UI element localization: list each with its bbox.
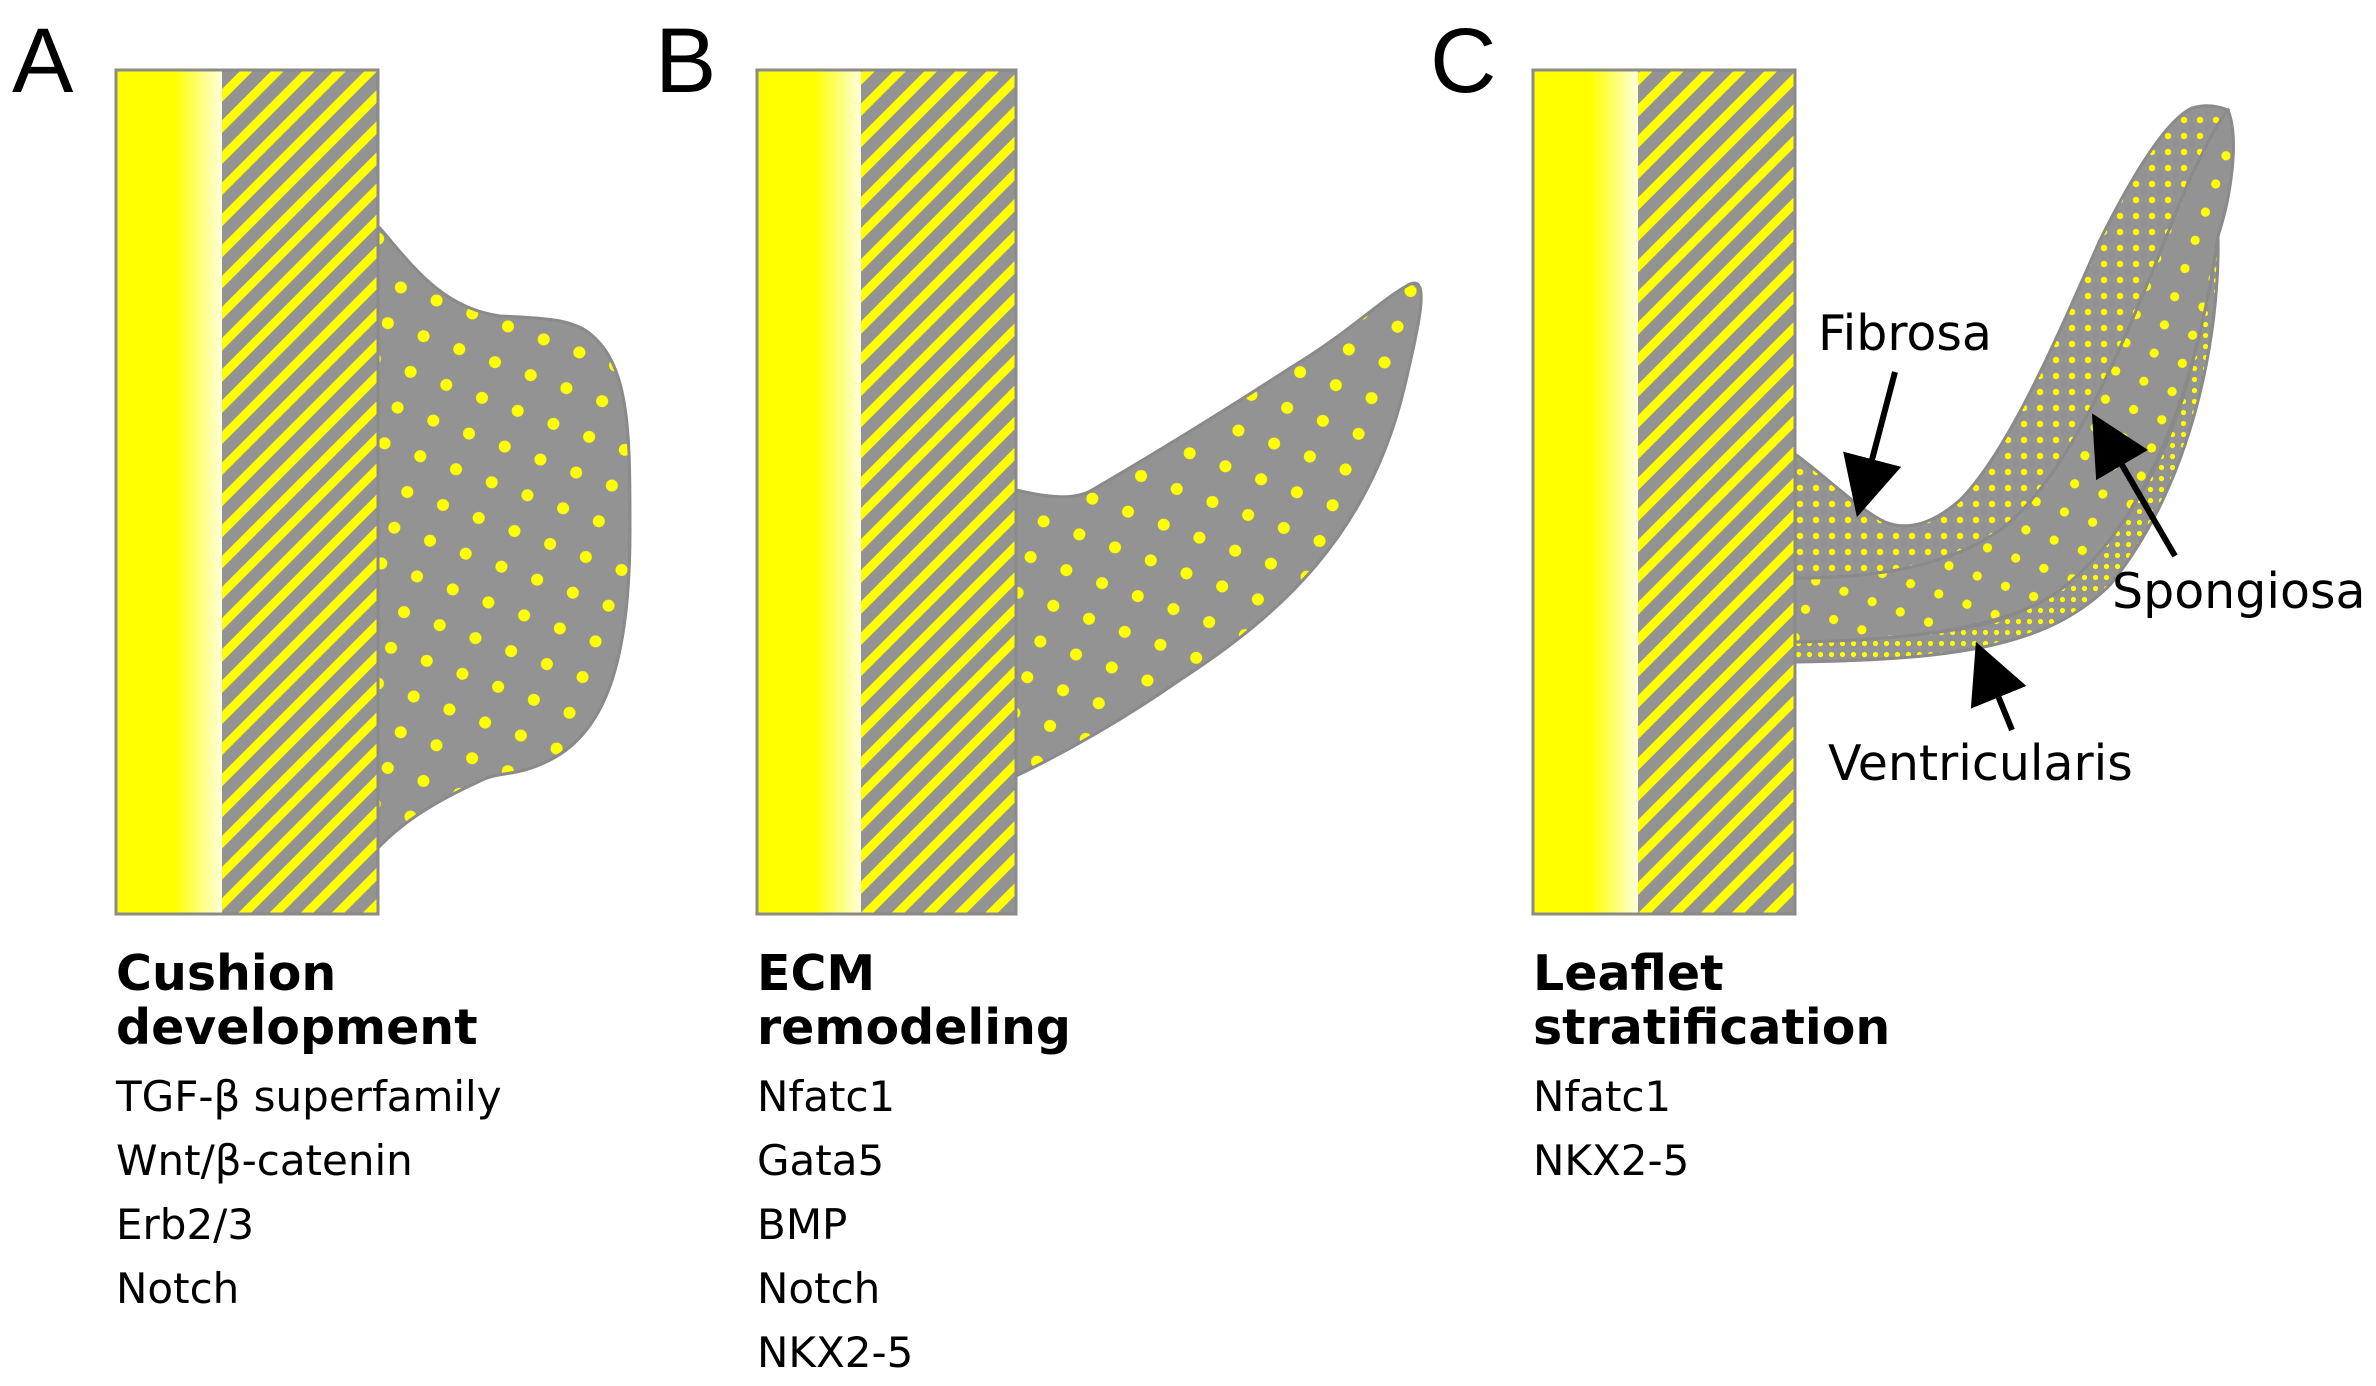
spongiosa-label: Spongiosa (2112, 563, 2366, 620)
ventricularis-annotation: Ventricularis (1828, 641, 2133, 792)
stage-title: Leaflet stratification (1533, 945, 1891, 1056)
factor-item: TGF-β superfamily (116, 1072, 502, 1121)
panel-letter: C (1430, 10, 1496, 112)
factor-item: BMP (757, 1200, 848, 1249)
factor-item: NKX2-5 (757, 1328, 914, 1377)
ventricularis-label: Ventricularis (1828, 735, 2133, 792)
valve-wall (114, 68, 380, 916)
factor-list: TGF-β superfamily Wnt/β-catenin Erb2/3 N… (116, 1065, 502, 1321)
panel-b: B (655, 10, 1423, 916)
valve-wall (1531, 68, 1797, 916)
endocardium-layer (757, 70, 861, 914)
cushion-shape (376, 222, 632, 852)
fibrosa-annotation: Fibrosa (1818, 305, 1992, 518)
factor-item: NKX2-5 (1533, 1136, 1690, 1185)
factor-item: Notch (757, 1264, 881, 1313)
fibrosa-arrow (1843, 371, 1902, 518)
valve-wall (755, 68, 1018, 916)
caption-c: Leaflet stratification Nfatc1 NKX2-5 (1533, 947, 1890, 1193)
panel-letter: A (12, 10, 74, 112)
fibrosa-label: Fibrosa (1818, 305, 1992, 362)
panel-letter: B (655, 10, 716, 112)
factor-item: Gata5 (757, 1136, 885, 1185)
caption-a: Cushion development TGF-β superfamily Wn… (116, 947, 502, 1321)
myocardium-layer (1638, 70, 1795, 914)
factor-list: Nfatc1 NKX2-5 (1533, 1065, 1890, 1193)
spongiosa-arrow (2091, 413, 2178, 558)
stage-title: ECM remodeling (757, 945, 1071, 1056)
ventricularis-arrow (1970, 641, 2027, 732)
spongiosa-annotation: Spongiosa (2091, 413, 2366, 620)
remodeled-leaflet-shape (1014, 281, 1423, 779)
endocardium-layer (1533, 70, 1638, 914)
endocardium-layer (116, 70, 222, 914)
factor-item: Nfatc1 (1533, 1072, 1672, 1121)
factor-list: Nfatc1 Gata5 BMP Notch NKX2-5 (757, 1065, 1071, 1385)
panel-a: A (12, 10, 632, 916)
stage-title: Cushion development (116, 945, 478, 1056)
factor-item: Erb2/3 (116, 1200, 255, 1249)
panel-c: C Fibrosa Spongiosa Ventricularis (1430, 10, 2366, 916)
factor-item: Nfatc1 (757, 1072, 896, 1121)
factor-item: Notch (116, 1264, 240, 1313)
fibrosa-layer (1793, 104, 2231, 580)
myocardium-layer (222, 70, 378, 914)
myocardium-layer (861, 70, 1016, 914)
factor-item: Wnt/β-catenin (116, 1136, 413, 1185)
caption-b: ECM remodeling Nfatc1 Gata5 BMP Notch NK… (757, 947, 1071, 1385)
